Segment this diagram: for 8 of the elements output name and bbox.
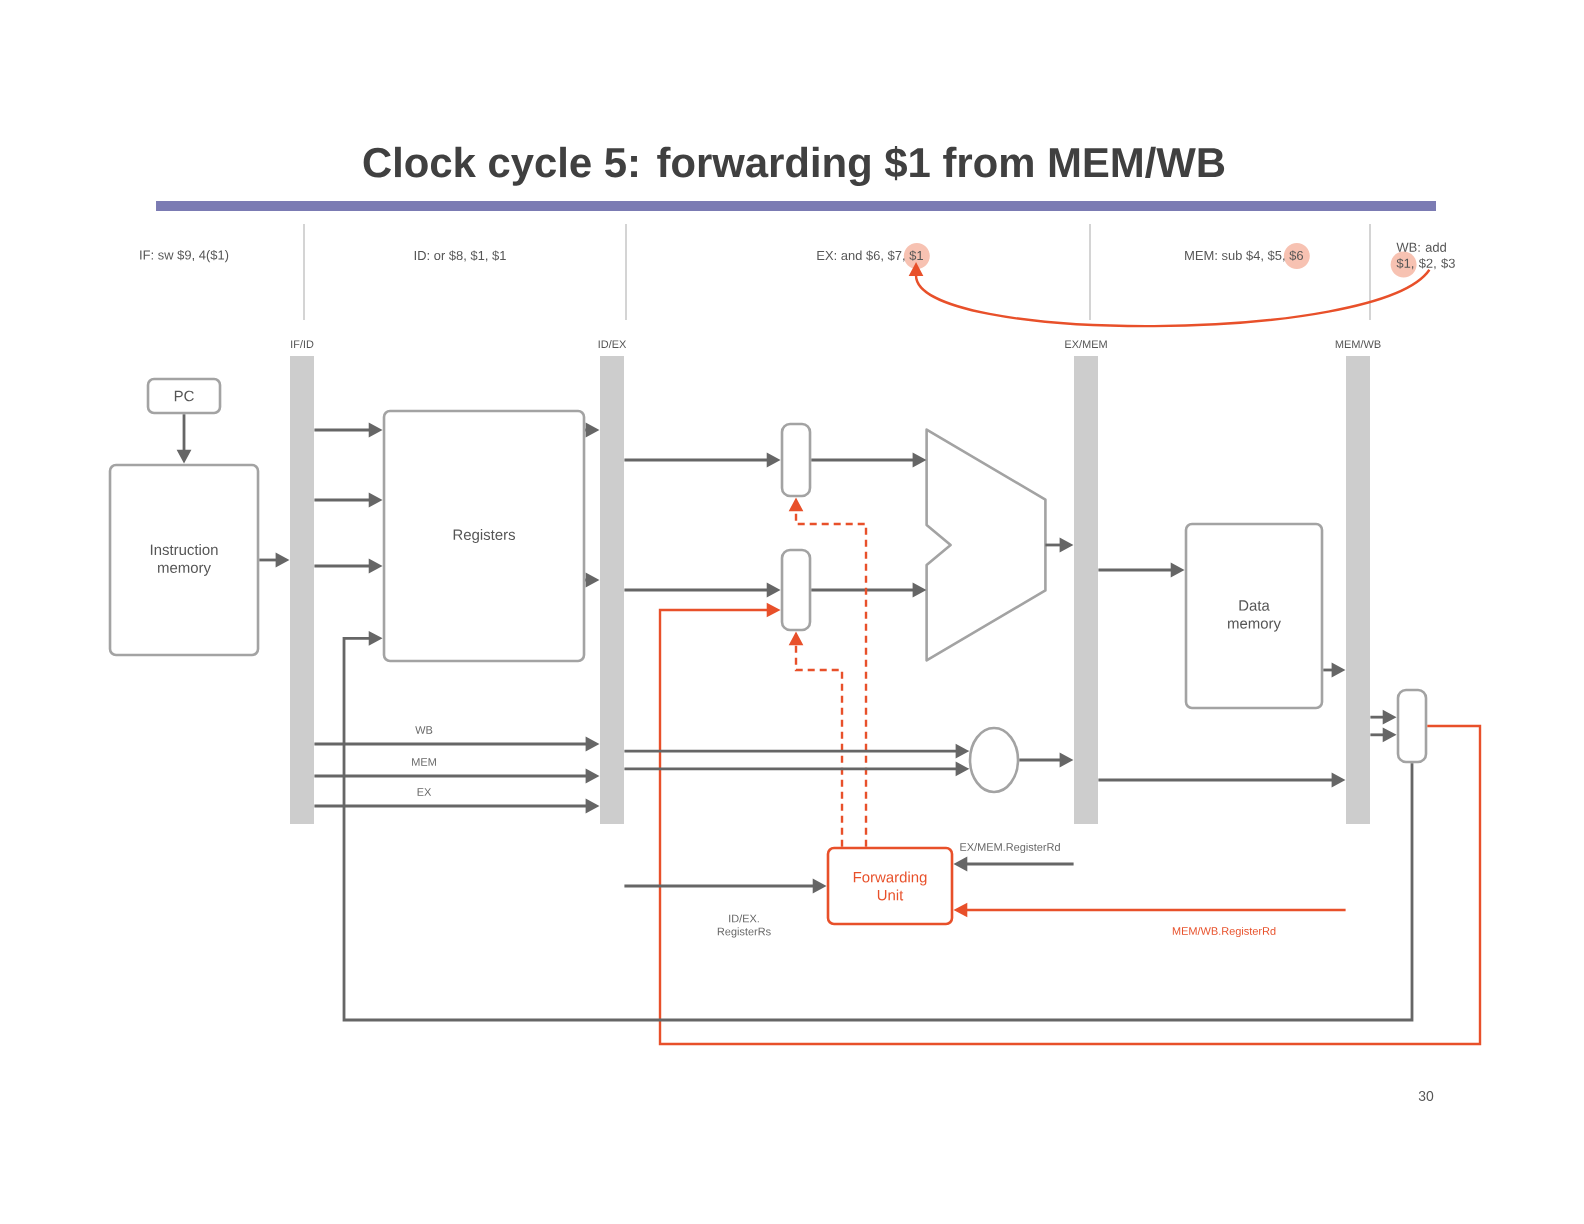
arrow [658,602,1482,1046]
mux-shape [1396,688,1428,764]
mux-shape [780,548,812,632]
arrow [342,630,1414,1022]
title: Clock cycle 5: forwarding $1 from MEM/WB [363,146,1225,186]
mux-shape [780,422,812,498]
mux-shape [968,726,1020,794]
alu-shape [925,428,1047,662]
